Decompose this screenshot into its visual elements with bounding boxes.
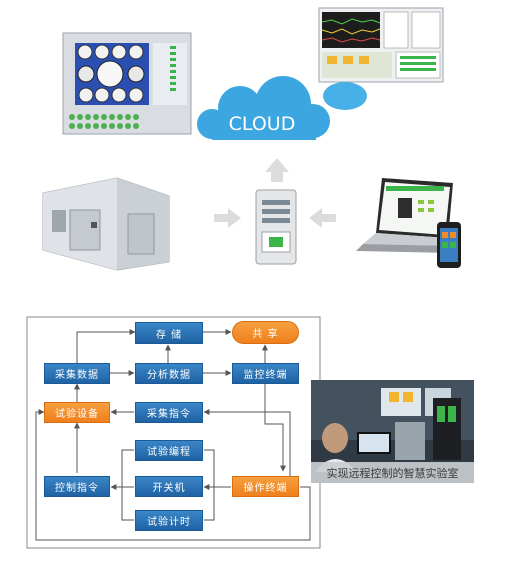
chart-monitoring-screen [318,7,444,83]
share-node: 共 享 [232,321,299,344]
collect-command-node: 采集指令 [135,402,203,423]
test-equipment-node: 试验设备 [44,402,110,423]
smart-lab-photo [311,380,474,483]
server-image [214,158,336,265]
monitor-terminal-node: 监控终端 [232,363,299,384]
test-timer-node: 试验计时 [135,510,203,531]
operation-terminal-node: 操作终端 [232,476,299,497]
storage-node: 存 储 [135,322,203,344]
laptop-and-phone-image [356,178,461,268]
control-command-node: 控制指令 [44,476,110,497]
smart-lab-caption: 实现远程控制的智慧实验室 [326,467,459,480]
top-illustration: CLOUD [42,7,461,271]
cloud-icon [197,76,367,140]
power-switch-node: 开关机 [135,476,203,497]
analyze-data-node: 分析数据 [135,363,203,384]
test-programming-node: 试验编程 [135,440,203,461]
cloud-label: CLOUD [229,113,296,135]
climate-chamber-image [42,177,170,271]
cockpit-dashboard-screen [62,32,192,135]
collect-data-node: 采集数据 [44,363,110,384]
